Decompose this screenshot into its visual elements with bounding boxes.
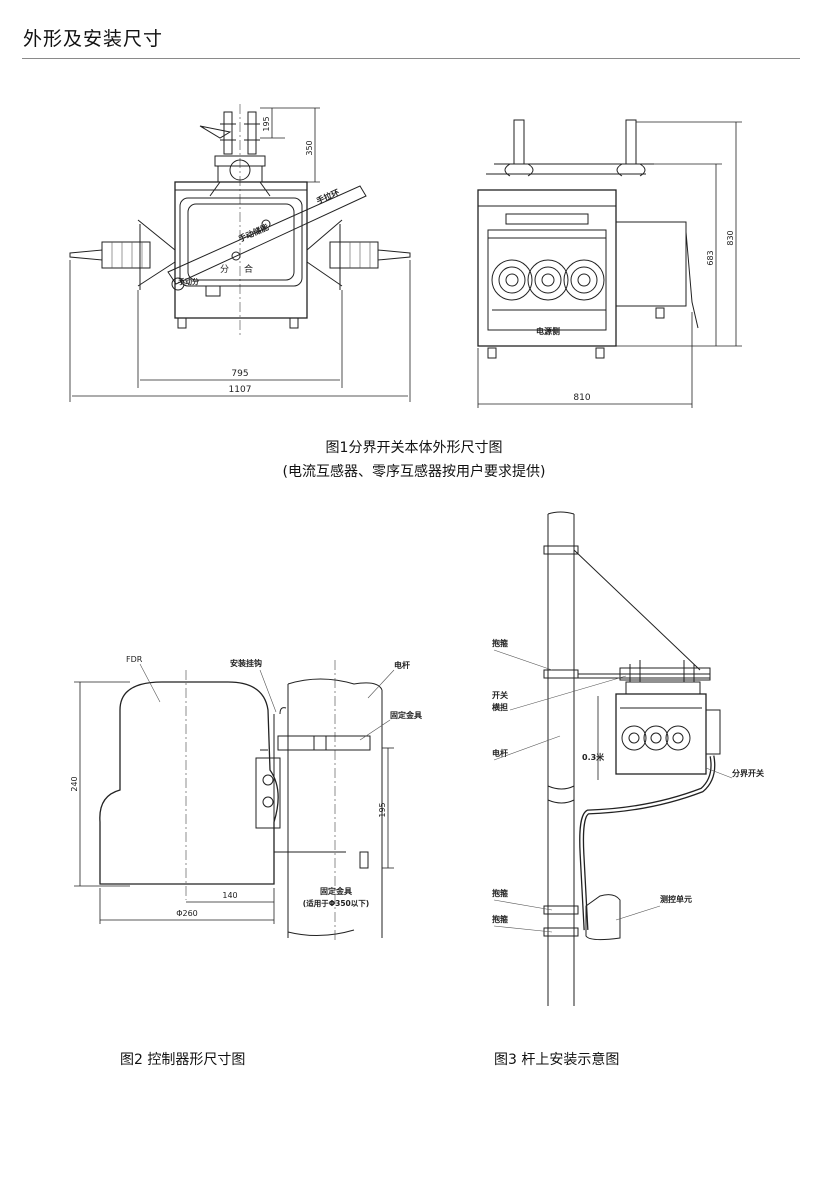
figure2-caption: 图2 控制器形尺寸图 (120, 1052, 246, 1068)
manual-energy-label: 手动储能 (237, 222, 270, 244)
control-unit-label: 测控单元 (660, 894, 692, 904)
hook-label: 安装挂钩 (230, 658, 262, 668)
distance-label: 0.3米 (582, 752, 605, 762)
dim-810: 810 (573, 393, 590, 403)
controller-drawing: FDR 安装挂钩 电杆 固定金具 固定金具 (适用于Φ350以下) 240 19… (70, 655, 422, 940)
open-label: 分 (220, 264, 229, 275)
dim-683: 683 (706, 250, 715, 265)
pole-installation-drawing: 抱箍 开关 横担 电杆 0.3米 分界开关 抱箍 抱箍 测控单元 (492, 511, 764, 1006)
dim-140: 140 (222, 891, 237, 900)
supply-side-label: 电源侧 (536, 326, 560, 336)
dim-phi260: Φ260 (176, 909, 198, 918)
pull-ring-label: 手拉环 (315, 187, 341, 206)
switch-front-view-drawing: 手动储能 手拉环 手动分 分 合 195 350 795 1107 (69, 104, 411, 402)
switch-label: 分界开关 (732, 768, 764, 778)
fitting-bottom-label: 固定金具 (320, 886, 352, 896)
dim-240: 240 (70, 776, 79, 791)
dim-1107: 1107 (229, 385, 252, 395)
pole-label: 电杆 (394, 660, 410, 670)
dim-195-front: 195 (262, 116, 271, 131)
hoop-label-top: 抱箍 (492, 638, 508, 648)
pole-label-fig3: 电杆 (492, 748, 508, 758)
dim-195-controller: 195 (378, 802, 387, 817)
fitting-note-label: (适用于Φ350以下) (303, 898, 369, 908)
fdr-label: FDR (126, 655, 143, 664)
switch-bracket-label-line1: 开关 (492, 690, 508, 700)
hoop-label-3: 抱箍 (492, 914, 508, 924)
hoop-label-2: 抱箍 (492, 888, 508, 898)
figure1-caption-line2: (电流互感器、零序互感器按用户要求提供) (282, 464, 546, 480)
hand-trip-label: 手动分 (178, 277, 199, 286)
dim-795: 795 (231, 369, 248, 379)
fitting-label: 固定金具 (390, 710, 422, 720)
figure3-caption: 图3 杆上安装示意图 (494, 1052, 620, 1068)
switch-side-view-drawing: 电源侧 830 683 810 (477, 119, 742, 408)
title-divider (22, 58, 800, 59)
close-label: 合 (244, 263, 253, 275)
figure1-caption-line1: 图1分界开关本体外形尺寸图 (325, 440, 503, 456)
dim-830: 830 (726, 230, 735, 245)
dim-350: 350 (305, 140, 314, 155)
page-title: 外形及安装尺寸 (23, 28, 164, 50)
switch-bracket-label-line2: 横担 (492, 702, 508, 712)
